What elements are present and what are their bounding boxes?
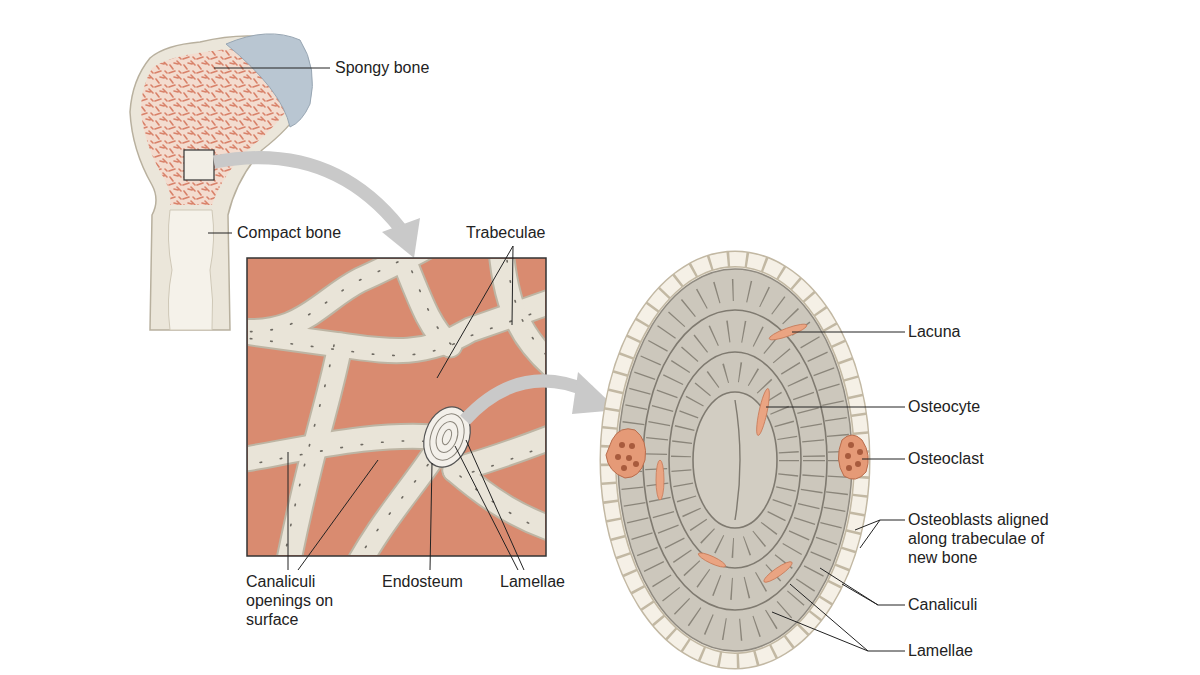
part-label: Osteoclast — [908, 449, 1058, 468]
magnified-square-border — [247, 258, 546, 556]
lamella-line — [669, 352, 801, 568]
part-label: Osteoblasts aligned along trabeculae of … — [908, 510, 1073, 567]
part-label: Trabeculae — [466, 223, 586, 242]
zoom-arrowhead — [382, 218, 420, 258]
part-label: Osteocyte — [908, 397, 1058, 416]
osteocyte — [754, 388, 772, 437]
bone-matrix — [618, 269, 852, 651]
lacuna — [697, 550, 727, 569]
zoom-box — [184, 150, 214, 180]
lacuna — [762, 559, 794, 585]
zoom-arrow — [465, 381, 590, 420]
part-label: Compact bone — [237, 223, 387, 242]
osteoblast-layer — [608, 259, 862, 661]
part-label: Lamellae — [500, 572, 600, 591]
lamella-ring — [656, 331, 814, 589]
lamella-ring — [631, 290, 839, 630]
part-label: Spongy bone — [335, 58, 485, 77]
zoom-arrow — [214, 158, 400, 228]
osteoclast-left — [606, 429, 646, 478]
lamella-core-line — [735, 400, 740, 520]
trabeculae-network — [248, 259, 545, 555]
lacuna — [656, 460, 664, 500]
part-label: Canaliculi — [908, 595, 1058, 614]
part-label: Lamellae — [908, 641, 1058, 660]
lamella-ring — [681, 372, 789, 548]
part-label: Lacuna — [908, 322, 1058, 341]
osteoclast-right — [838, 435, 868, 479]
osteoblast-cells — [608, 259, 862, 661]
femoral-head-cartilage — [226, 34, 312, 127]
part-label: Endosteum — [382, 572, 492, 591]
part-label: Canaliculi openings on surface — [246, 572, 334, 629]
compact-shaft — [168, 210, 213, 330]
lamella-line — [643, 310, 827, 610]
leader-lines — [208, 68, 905, 651]
